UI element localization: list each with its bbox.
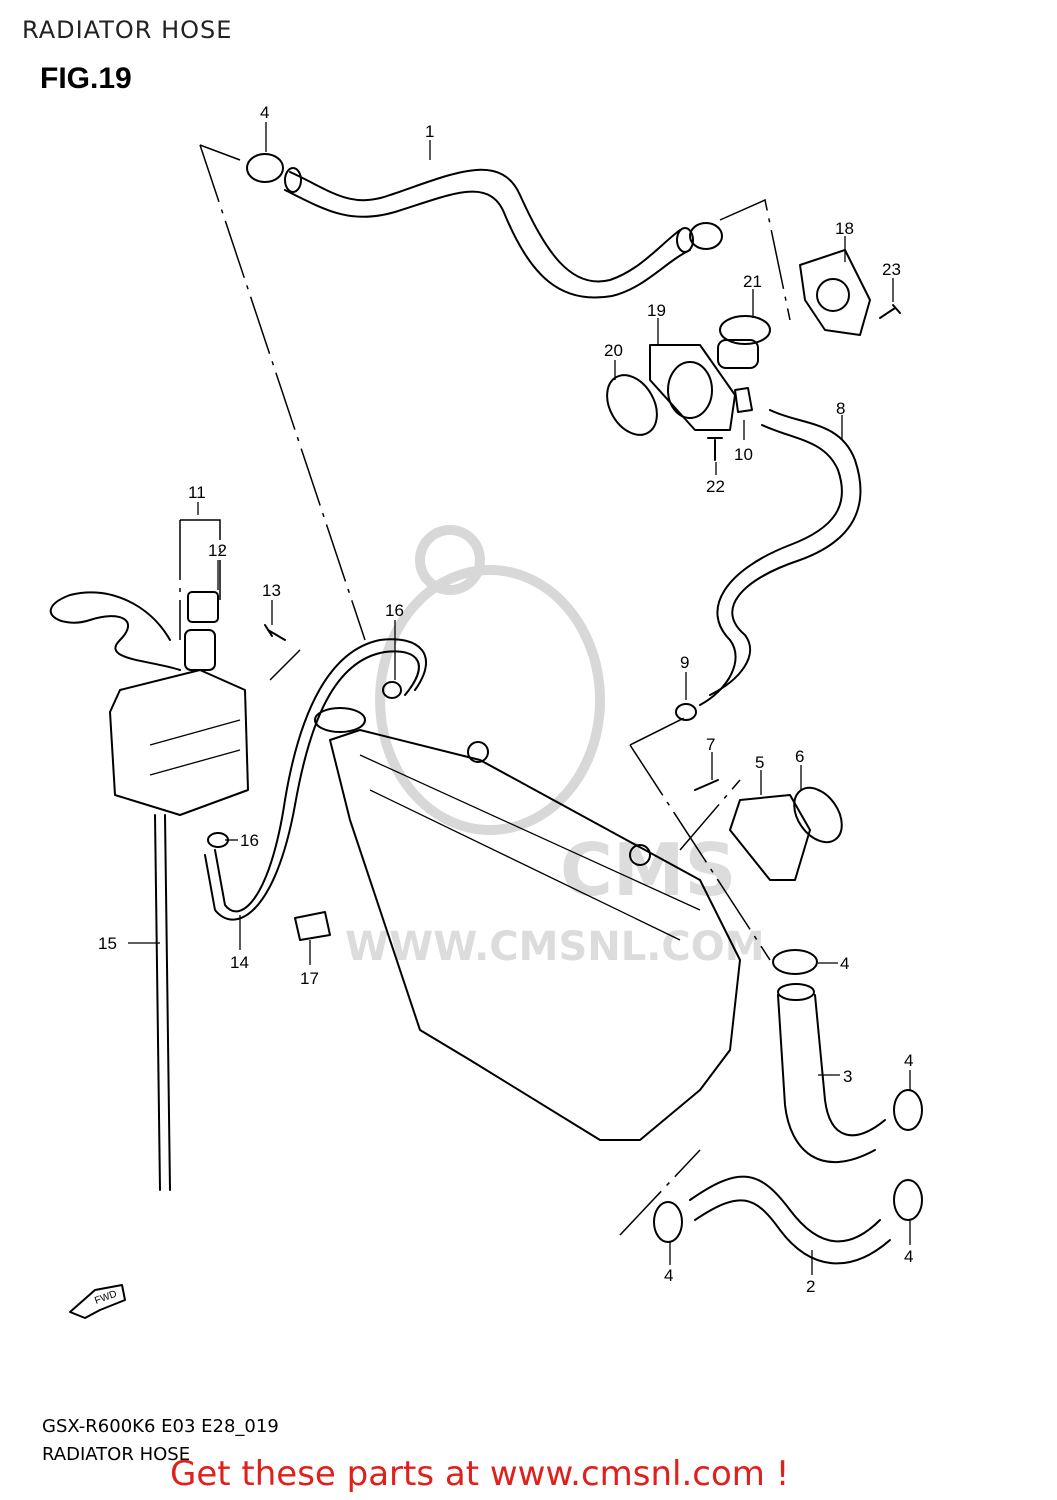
thermostat-cover-18[interactable] <box>799 249 871 336</box>
forward-arrow-icon: FWD <box>69 1284 126 1319</box>
callout-16-lower: 16 <box>240 831 259 850</box>
hose-clamp-4-right-upper[interactable] <box>893 1089 923 1131</box>
callouts: 4 1 18 23 21 19 20 8 10 22 11 12 13 16 9… <box>98 103 913 1296</box>
callout-1: 1 <box>425 122 434 141</box>
callout-8: 8 <box>836 399 845 418</box>
hose-clamp-4-middle[interactable] <box>772 949 818 975</box>
callout-4-right-upper: 4 <box>904 1051 913 1070</box>
callout-4-bottom-right: 4 <box>904 1247 913 1266</box>
reservoir-tank[interactable] <box>109 629 249 816</box>
hose-14[interactable] <box>204 638 427 921</box>
callout-6: 6 <box>795 747 804 766</box>
figure-number: FIG.19 <box>40 62 132 95</box>
callout-4-middle: 4 <box>840 954 849 973</box>
callout-2: 2 <box>806 1277 815 1296</box>
bolt-22[interactable] <box>707 437 723 461</box>
watermark: CMS WWW.CMSNL.COM <box>345 525 765 970</box>
hose-2[interactable] <box>689 1175 891 1265</box>
bolt-23[interactable] <box>879 304 901 319</box>
callout-9: 9 <box>680 653 689 672</box>
bolt-7[interactable] <box>694 779 719 791</box>
callout-18: 18 <box>835 219 854 238</box>
thermostat-21[interactable] <box>717 315 771 369</box>
hose-clamp-4-top-right[interactable] <box>689 222 723 250</box>
section-name: RADIATOR HOSE <box>42 1444 191 1465</box>
watermark-url: WWW.CMSNL.COM <box>345 924 765 970</box>
model-code: GSX-R600K6 E03 E28_019 <box>42 1416 279 1437</box>
bolt-13[interactable] <box>264 624 286 641</box>
hose-8[interactable] <box>699 409 862 706</box>
callout-4-top-left: 4 <box>260 103 269 122</box>
hose-clamp-4-top-left[interactable] <box>246 153 284 183</box>
hose-clamp-4-bottom-left[interactable] <box>653 1201 683 1243</box>
hose-1[interactable] <box>284 167 694 299</box>
callout-21: 21 <box>743 272 762 291</box>
callout-17: 17 <box>300 969 319 988</box>
hose-clamp-9[interactable] <box>675 703 697 721</box>
leader-lines <box>128 122 911 1275</box>
callout-19: 19 <box>647 301 666 320</box>
promo-link[interactable]: Get these parts at www.cmsnl.com ! <box>170 1454 790 1494</box>
o-ring-6[interactable] <box>784 779 851 851</box>
hose-clamp-4-bottom-right[interactable] <box>893 1179 923 1221</box>
water-outlet-5[interactable] <box>729 794 811 881</box>
callout-15: 15 <box>98 934 117 953</box>
hose-clamp-16-upper[interactable] <box>382 681 402 699</box>
thermostat-case-19[interactable] <box>649 344 736 431</box>
hose-3[interactable] <box>777 983 886 1163</box>
callout-5: 5 <box>755 753 764 772</box>
page-header-title: RADIATOR HOSE <box>22 16 233 44</box>
callout-4-bottom-left: 4 <box>664 1266 673 1285</box>
callout-13: 13 <box>262 581 281 600</box>
assembly-lines <box>179 144 791 1236</box>
callout-20: 20 <box>604 341 623 360</box>
clamp-10[interactable] <box>734 387 753 413</box>
drain-hose-15[interactable] <box>154 814 171 1191</box>
watermark-brand: CMS <box>560 828 736 912</box>
callout-10: 10 <box>734 445 753 464</box>
callout-3: 3 <box>843 1067 852 1086</box>
overflow-hose-11[interactable] <box>49 591 181 671</box>
callout-12: 12 <box>208 541 227 560</box>
callout-23: 23 <box>882 260 901 279</box>
o-ring-20[interactable] <box>597 366 667 443</box>
callout-16-upper: 16 <box>385 601 404 620</box>
callout-7: 7 <box>706 735 715 754</box>
radiator[interactable] <box>314 707 741 1141</box>
reservoir-cap-12[interactable] <box>187 591 219 623</box>
clip-17[interactable] <box>294 911 331 941</box>
callout-14: 14 <box>230 953 249 972</box>
callout-11: 11 <box>188 483 206 502</box>
callout-22: 22 <box>706 477 725 496</box>
